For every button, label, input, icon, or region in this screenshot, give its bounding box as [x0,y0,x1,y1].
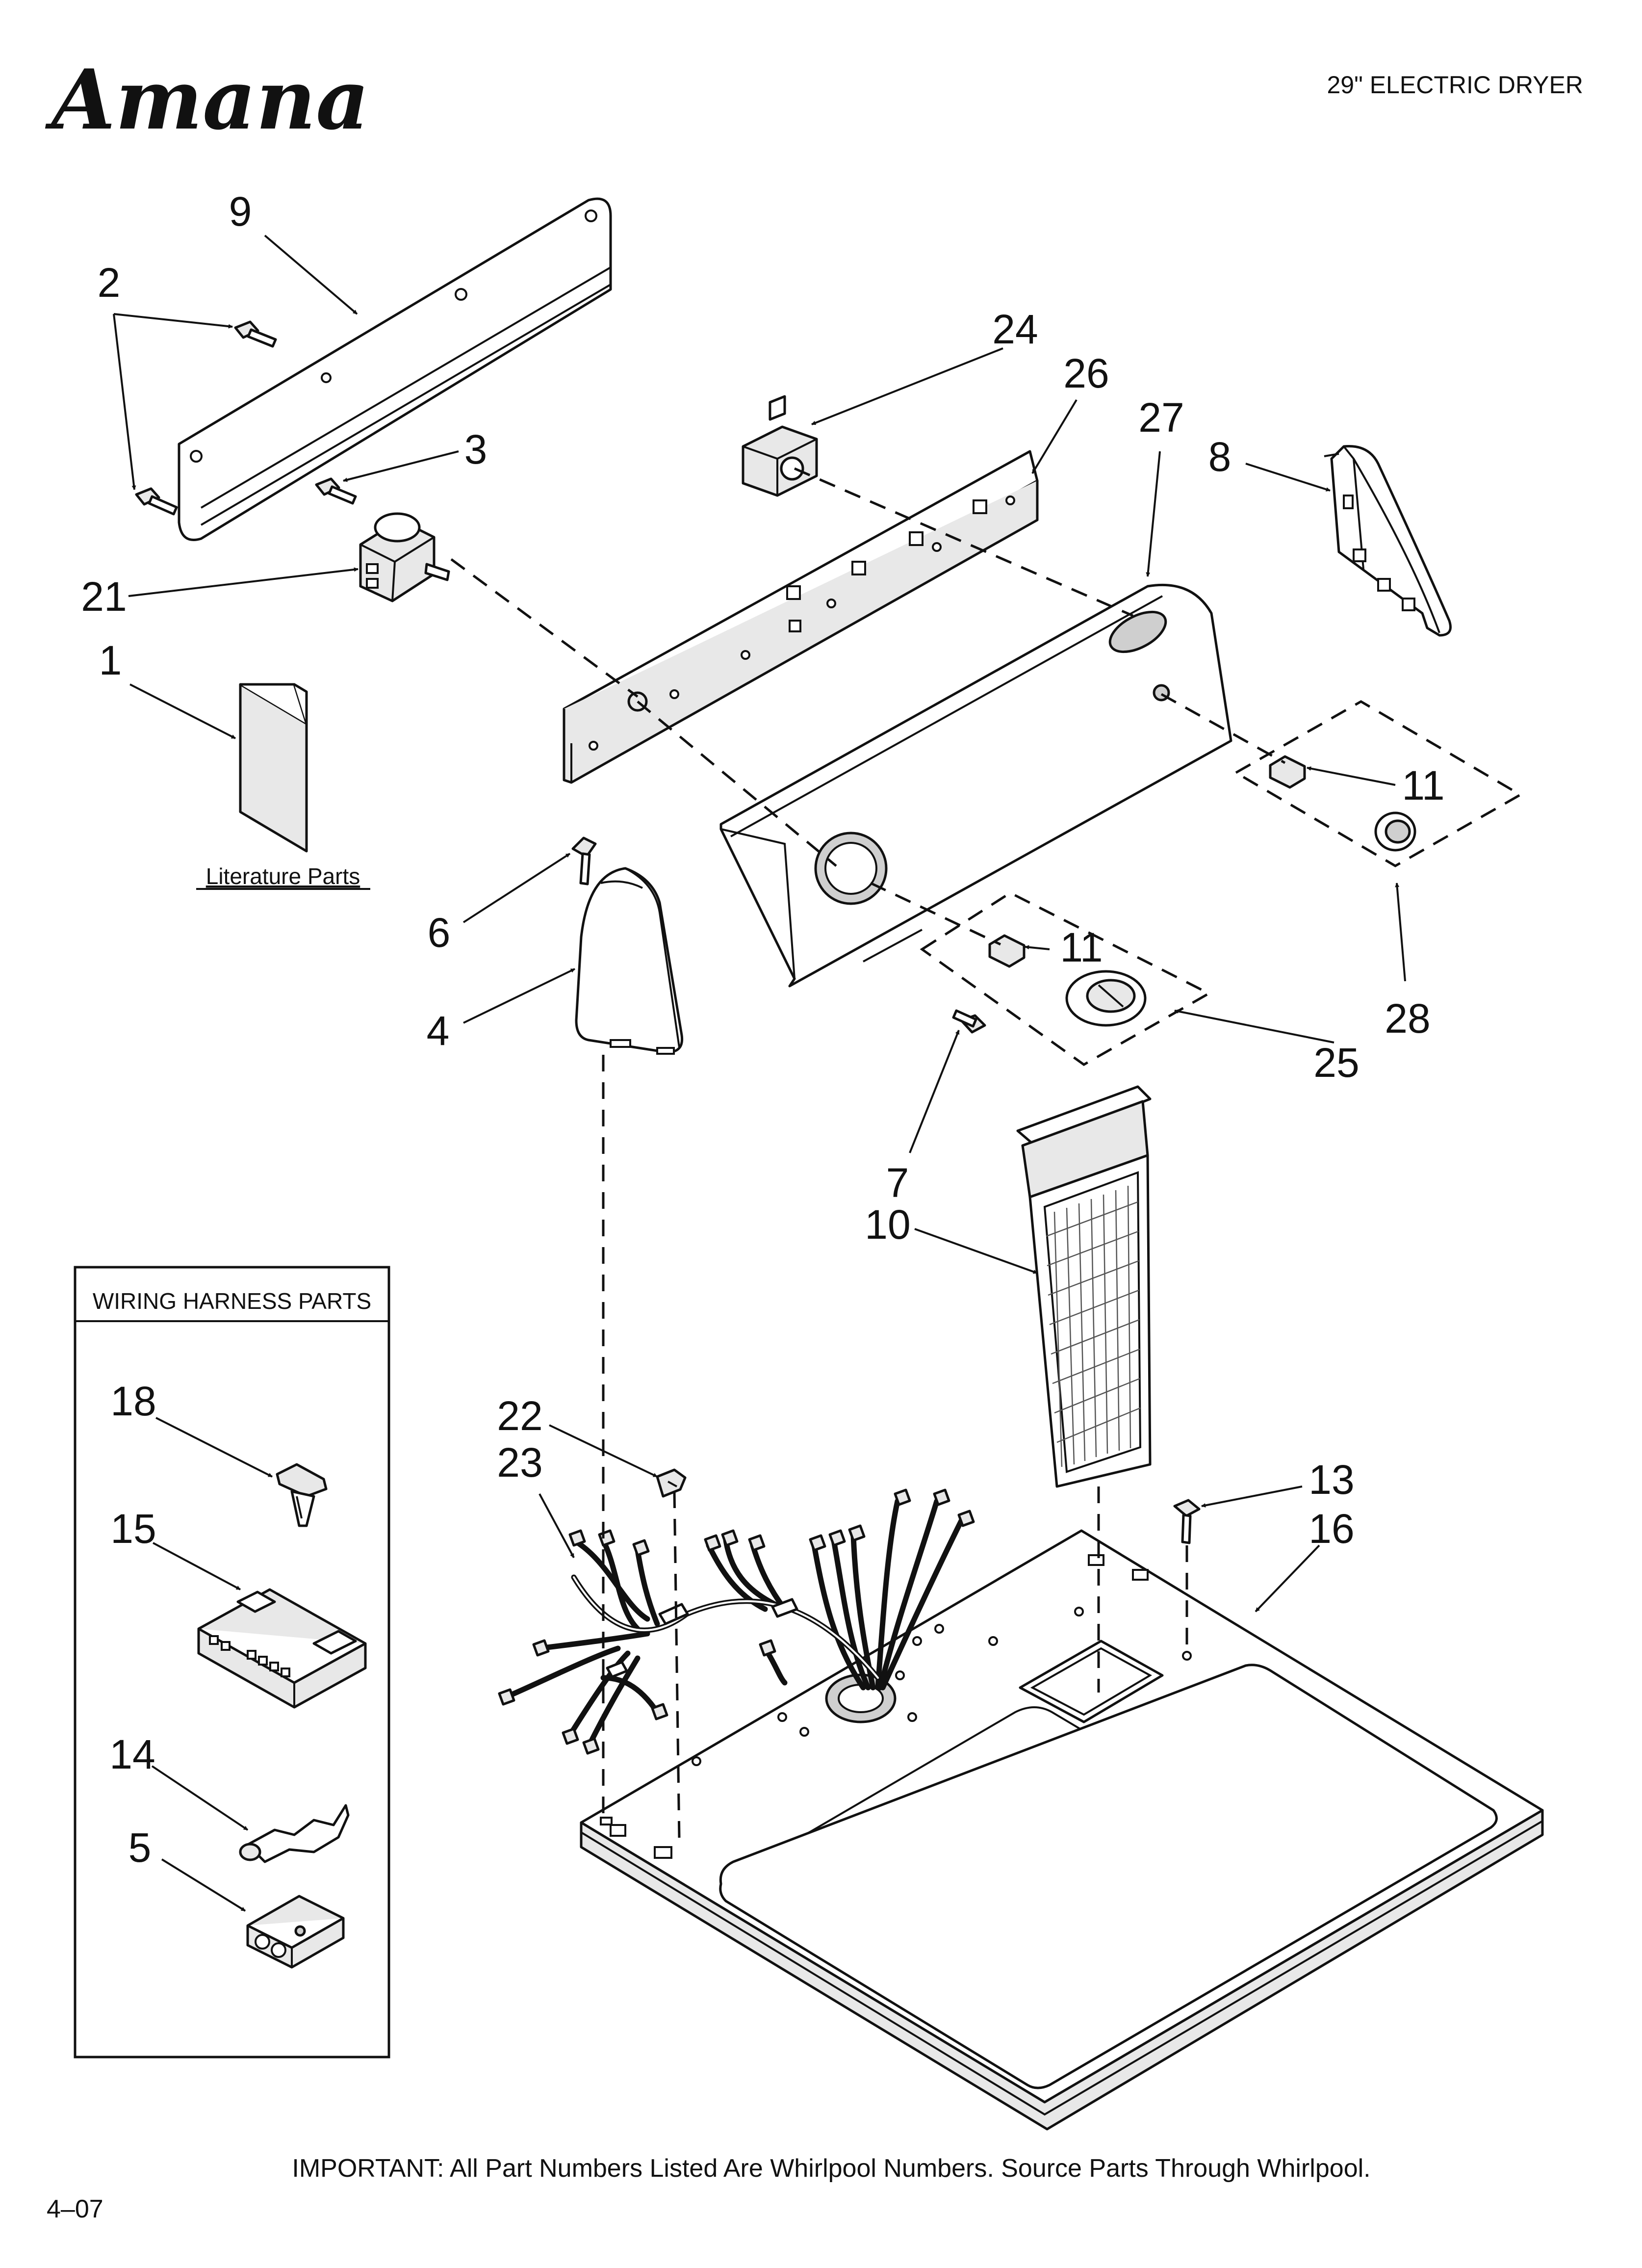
part-24-switch [742,395,818,497]
part-4-end-cap [575,867,684,1055]
leader-arrows [113,235,1406,1912]
part-3-screw [315,477,357,505]
label-part-21: 21 [81,574,127,620]
part-18-clip [276,1463,328,1527]
label-part-13: 13 [1308,1457,1354,1503]
part-21-timer [359,512,450,602]
label-part-4: 4 [427,1008,450,1054]
wiring-box-title: WIRING HARNESS PARTS [93,1288,371,1314]
label-part-11-right: 11 [1402,762,1444,808]
wiring-harness-box: WIRING HARNESS PARTS [74,1266,390,2059]
part-8-end-cap [1324,444,1452,637]
part-10-lint-screen [1016,1085,1152,1488]
part-2-screw-lower [135,487,178,516]
literature-label: Literature Parts [206,863,360,889]
label-part-16: 16 [1308,1506,1354,1552]
label-part-3: 3 [464,426,487,472]
label-part-6: 6 [428,910,451,956]
part-9-bracket [178,197,612,542]
part-14-terminal [239,1804,350,1863]
date-code: 4–07 [47,2195,103,2223]
part-16-top-panel [580,1529,1544,2131]
label-part-18: 18 [110,1378,156,1424]
assembly-lines [450,467,1286,1840]
part-27-console [719,583,1232,988]
label-part-23: 23 [497,1439,542,1486]
document-title: 29" ELECTRIC DRYER [1327,71,1583,99]
part-number-labels: 9 2 3 21 1 24 26 27 8 11 11 28 25 6 4 7 … [81,188,1444,1871]
label-part-25: 25 [1313,1040,1359,1086]
label-part-26: 26 [1063,350,1109,396]
part-23-wire-harness [498,1488,975,1755]
label-part-7: 7 [886,1160,909,1206]
label-part-2: 2 [98,260,121,306]
label-part-9: 9 [229,188,252,235]
footer-note: IMPORTANT: All Part Numbers Listed Are W… [292,2154,1370,2183]
part-1-literature [239,683,308,853]
part-28-knob-group [1233,700,1523,867]
part-2-screw-upper [234,320,277,348]
part-25-knob-group [920,891,1212,1066]
part-26-control-bracket [563,450,1039,784]
label-part-8: 8 [1208,434,1232,480]
label-part-11-center: 11 [1060,924,1103,970]
part-5-connector-block [246,1895,345,1969]
label-part-10: 10 [865,1201,910,1248]
brand-logo: Amana [45,51,369,148]
label-part-27: 27 [1138,394,1184,441]
label-part-22: 22 [497,1393,542,1439]
part-13-screw [1173,1499,1201,1544]
label-part-5: 5 [128,1825,152,1871]
part-22-clip [656,1468,687,1498]
part-6-screw [571,836,597,886]
label-part-14: 14 [109,1731,155,1777]
label-part-1: 1 [99,637,122,683]
label-part-24: 24 [992,306,1038,352]
label-part-15: 15 [110,1506,156,1552]
label-part-28: 28 [1385,995,1430,1042]
part-15-connector [197,1588,367,1709]
part-7-screw [952,1009,986,1034]
